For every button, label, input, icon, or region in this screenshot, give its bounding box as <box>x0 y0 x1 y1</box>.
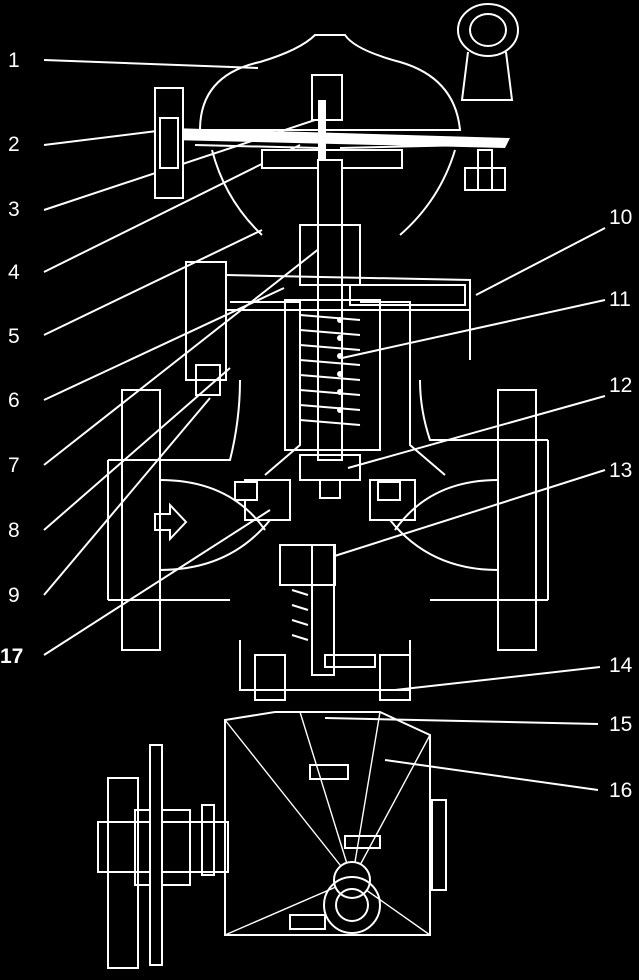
callout-3: 3 <box>8 198 20 221</box>
callout-11: 11 <box>609 288 631 311</box>
leader-14 <box>394 666 601 691</box>
callout-7: 7 <box>8 454 20 477</box>
leader-5 <box>43 229 263 336</box>
callout-12: 12 <box>609 374 633 397</box>
stem-and-bonnet <box>185 159 471 499</box>
valve-body <box>107 379 549 701</box>
callout-2: 2 <box>8 133 20 156</box>
callout-1: 1 <box>8 49 20 72</box>
leader-lines <box>43 59 606 791</box>
callout-9: 9 <box>8 584 20 607</box>
leader-7 <box>43 247 321 466</box>
callout-5: 5 <box>8 325 20 348</box>
callout-15: 15 <box>609 713 633 736</box>
callout-10: 10 <box>609 206 633 229</box>
leader-17 <box>43 509 271 656</box>
callout-8: 8 <box>8 519 20 542</box>
leader-2 <box>43 129 166 146</box>
callout-13: 13 <box>609 459 633 482</box>
callout-17: 17 <box>0 645 24 668</box>
callout-14: 14 <box>609 654 633 677</box>
leader-9 <box>43 397 211 596</box>
callout-16: 16 <box>609 779 633 802</box>
callout-6: 6 <box>8 389 20 412</box>
diaphragm-actuator <box>154 3 519 236</box>
leader-11 <box>341 299 606 359</box>
leader-16 <box>384 759 599 791</box>
leader-15 <box>324 717 599 725</box>
callout-4: 4 <box>8 261 20 284</box>
leader-12 <box>347 395 606 469</box>
leader-1 <box>43 59 259 69</box>
leader-4 <box>43 144 301 273</box>
gear-actuator <box>97 711 447 969</box>
leader-13 <box>321 469 606 561</box>
leader-10 <box>475 227 606 296</box>
